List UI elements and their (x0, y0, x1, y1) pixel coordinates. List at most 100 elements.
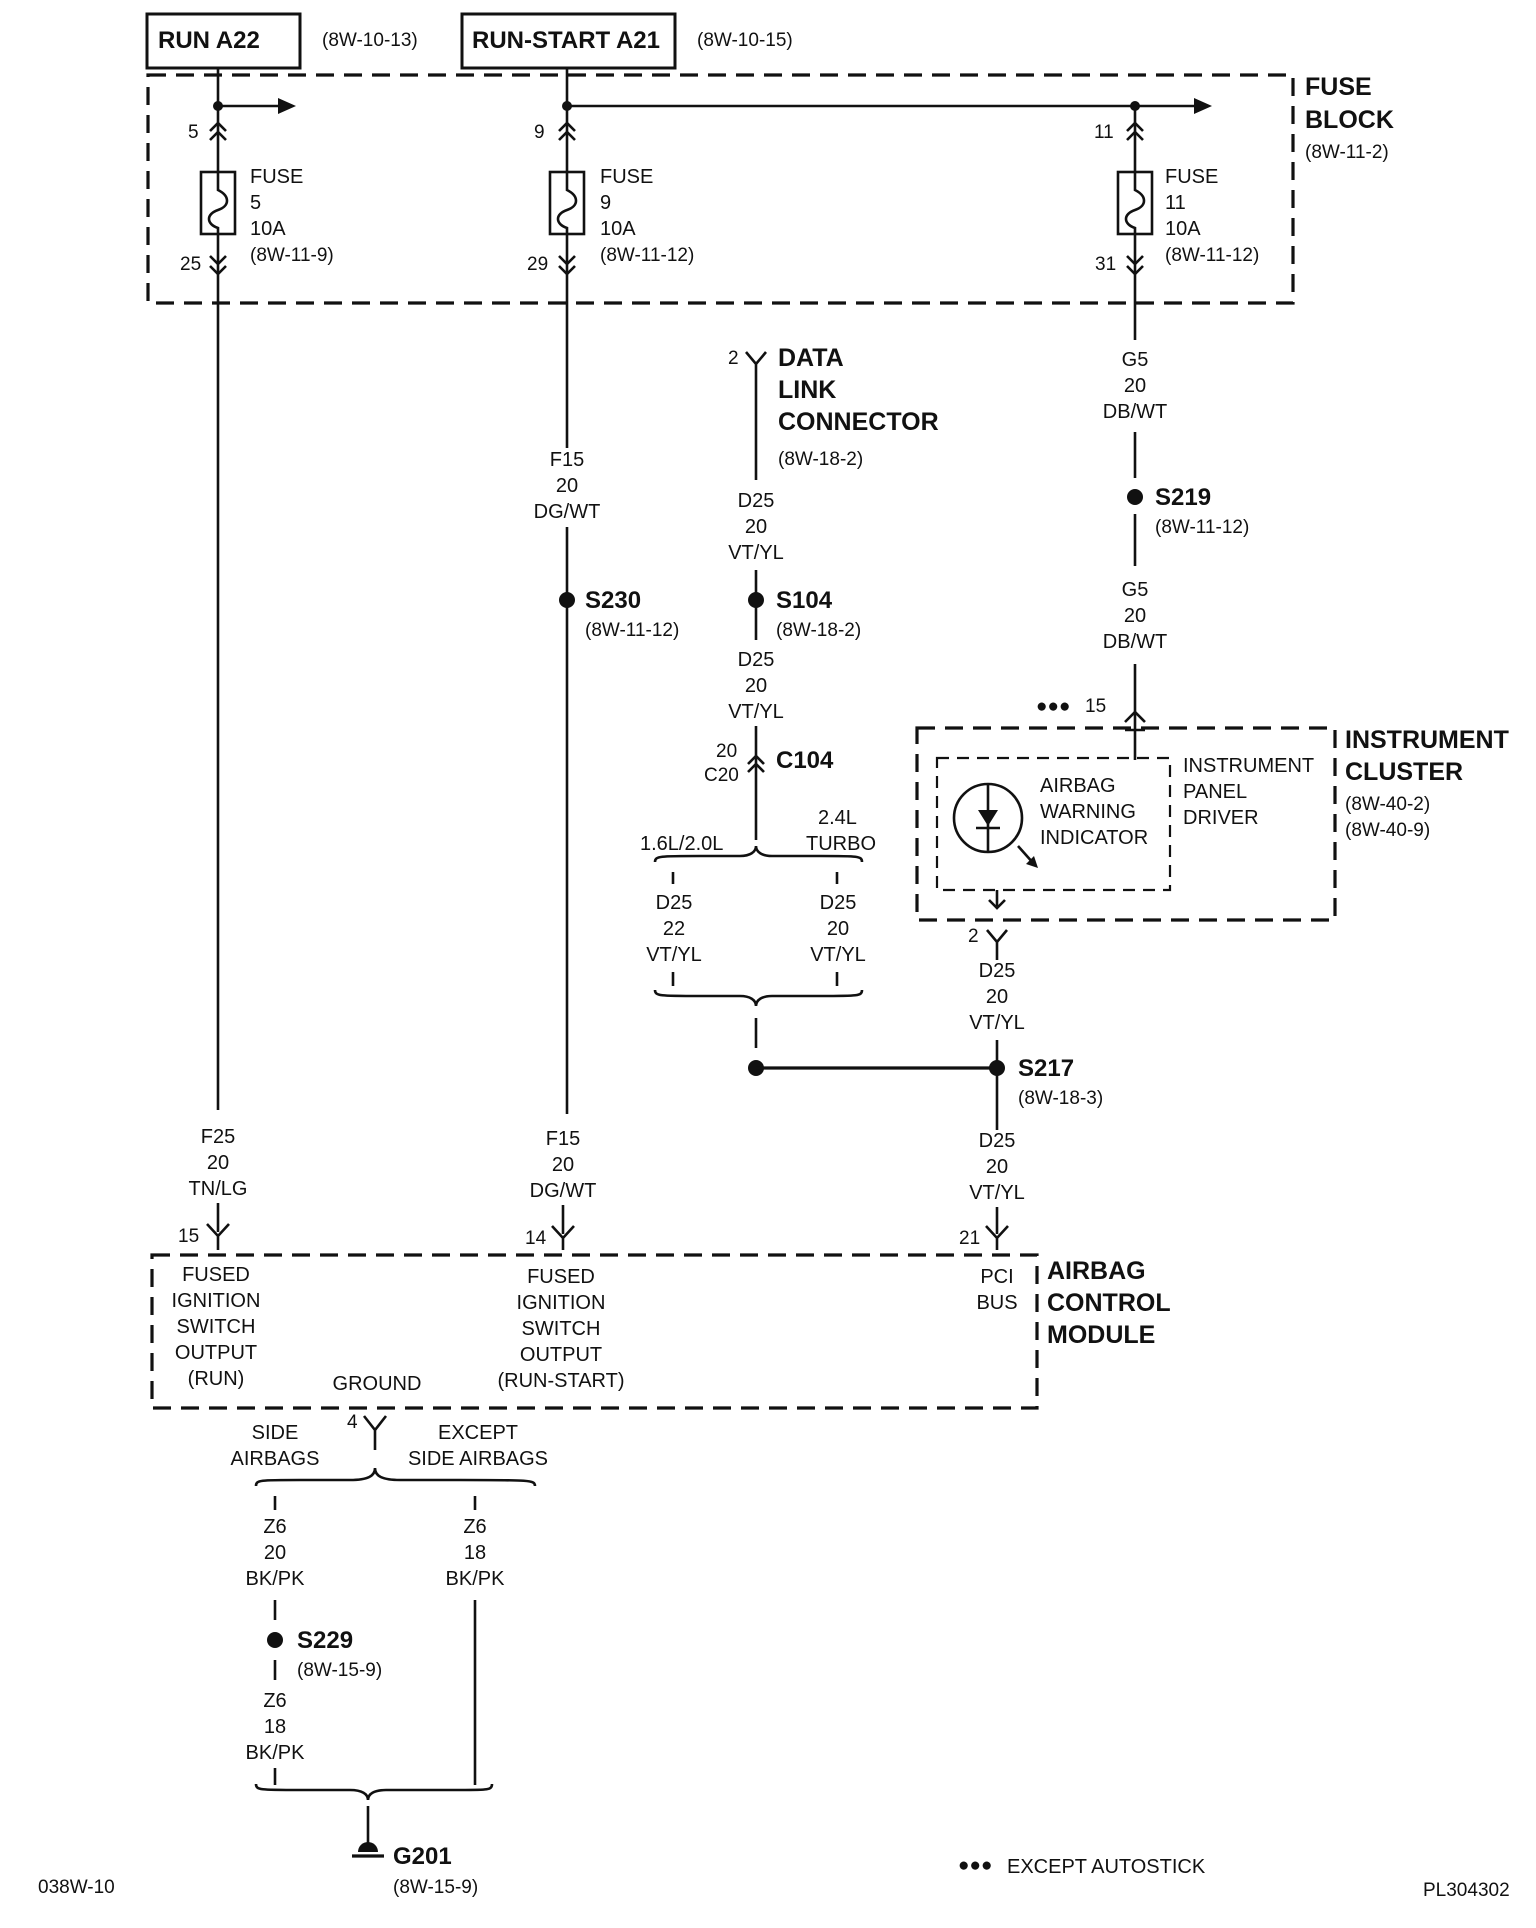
fuse-11: 11 FUSE 11 10A (8W-11-12) 31 (1094, 106, 1259, 290)
cluster-driver-3: DRIVER (1183, 807, 1259, 829)
splice-s219 (1127, 489, 1143, 505)
c104-pin-bottom: C20 (704, 765, 739, 786)
branch-engine-right-1: 2.4L (818, 807, 857, 829)
svg-text:D25: D25 (656, 892, 693, 914)
fuse-11-out-pin: 31 (1095, 254, 1116, 275)
cluster-pin-in: 15 (1085, 696, 1106, 717)
svg-text:DG/WT: DG/WT (530, 1180, 597, 1202)
footer-left: 038W-10 (38, 1877, 115, 1898)
footer-note-mark: ●●● (958, 1855, 992, 1876)
splice-s230-name: S230 (585, 587, 641, 614)
wire-label-d25-acm: D25 20 VT/YL (969, 1130, 1025, 1204)
svg-text:DB/WT: DB/WT (1103, 631, 1167, 653)
svg-text:D25: D25 (979, 1130, 1016, 1152)
acm-ground-label: GROUND (333, 1373, 422, 1395)
splice-s230-ref: (8W-11-12) (585, 620, 679, 641)
svg-text:VT/YL: VT/YL (728, 701, 784, 723)
wire-label-d25-right: D25 20 VT/YL (810, 892, 866, 966)
connector-chevron-icon (209, 121, 227, 141)
connector-chevron-icon (747, 754, 765, 773)
svg-text:20: 20 (556, 475, 578, 497)
dlc-pin: 2 (728, 348, 739, 369)
fuse-9: 9 FUSE 9 10A (8W-11-12) 29 (527, 106, 694, 290)
feed-run-start: RUN-START A21 (8W-10-15) (460, 12, 793, 70)
wire-label-z6-lower: Z6 18 BK/PK (246, 1690, 306, 1764)
connector-chevron-icon (988, 899, 1006, 910)
branch-brace-engine (653, 845, 864, 863)
feed-run-start-ref: (8W-10-15) (697, 30, 793, 51)
svg-text:BK/PK: BK/PK (246, 1568, 306, 1590)
acm-pci-1: PCI (980, 1266, 1013, 1288)
splice-s217-name: S217 (1018, 1055, 1074, 1082)
svg-text:VT/YL: VT/YL (969, 1182, 1025, 1204)
cluster-title-2: CLUSTER (1345, 758, 1463, 786)
connector-chevron-icon (558, 255, 576, 276)
fuse-5-l3: 10A (250, 218, 286, 240)
splice-s230 (559, 592, 575, 608)
cluster-pin-in-mark: ●●● (1036, 696, 1070, 717)
cluster-ref-1: (8W-40-2) (1345, 794, 1430, 815)
branch-airbag-right-1: EXCEPT (438, 1422, 518, 1444)
svg-text:DB/WT: DB/WT (1103, 401, 1167, 423)
branch-engine-left: 1.6L/2.0L (640, 833, 723, 855)
svg-text:VT/YL: VT/YL (728, 542, 784, 564)
airbag-control-module: AIRBAG CONTROL MODULE FUSED IGNITION SWI… (150, 1253, 1171, 1410)
svg-text:20: 20 (207, 1152, 229, 1174)
connector-y-icon (986, 929, 1008, 960)
c104-name: C104 (776, 747, 834, 774)
cluster-indicator-3: INDICATOR (1040, 827, 1148, 849)
svg-text:D25: D25 (738, 649, 775, 671)
acm-run-5: (RUN) (188, 1368, 245, 1390)
cluster-indicator-2: WARNING (1040, 801, 1136, 823)
wire-label-g5-upper: G5 20 DB/WT (1103, 349, 1167, 423)
ground-icon (352, 1842, 384, 1858)
fuse-block-title-2: BLOCK (1305, 106, 1394, 134)
svg-text:F15: F15 (546, 1128, 580, 1150)
svg-text:F25: F25 (201, 1126, 235, 1148)
fuse-11-ref: (8W-11-12) (1165, 245, 1259, 266)
cluster-title-1: INSTRUMENT (1345, 726, 1509, 754)
svg-text:20: 20 (1124, 375, 1146, 397)
fuse-5: 5 FUSE 5 10A (8W-11-9) 25 (180, 106, 334, 290)
branch-engine-right-2: TURBO (806, 833, 876, 855)
acm-run-3: SWITCH (177, 1316, 256, 1338)
acm-title-1: AIRBAG (1047, 1257, 1146, 1285)
cluster-indicator-1: AIRBAG (1040, 775, 1116, 797)
acm-run-4: OUTPUT (175, 1342, 257, 1364)
svg-text:18: 18 (464, 1542, 486, 1564)
dlc-ref: (8W-18-2) (778, 449, 863, 470)
wire-label-d25-left: D25 22 VT/YL (646, 892, 702, 966)
acm-title-3: MODULE (1047, 1321, 1155, 1349)
connector-y-icon (1124, 710, 1146, 760)
branch-brace-ground (254, 1783, 494, 1801)
footer-note: EXCEPT AUTOSTICK (1007, 1856, 1206, 1878)
feed-run: RUN A22 (8W-10-13) (145, 12, 418, 70)
branch-airbag-left-1: SIDE (252, 1422, 299, 1444)
svg-text:G5: G5 (1122, 579, 1149, 601)
connector-y-icon (551, 1225, 575, 1250)
fuse-9-l1: FUSE (600, 166, 653, 188)
svg-text:18: 18 (264, 1716, 286, 1738)
fuse-5-l2: 5 (250, 192, 261, 214)
svg-text:20: 20 (986, 986, 1008, 1008)
fuse-5-out-pin: 25 (180, 254, 201, 275)
acm-runstart-5: (RUN-START) (497, 1370, 624, 1392)
cluster-ref-2: (8W-40-9) (1345, 820, 1430, 841)
fuse-5-ref: (8W-11-9) (250, 245, 334, 266)
fuse-9-l3: 10A (600, 218, 636, 240)
svg-text:DG/WT: DG/WT (534, 501, 601, 523)
dlc-title-2: LINK (778, 376, 836, 404)
fuse-9-ref: (8W-11-12) (600, 245, 694, 266)
acm-pin-15: 15 (178, 1226, 199, 1247)
svg-text:VT/YL: VT/YL (646, 944, 702, 966)
cluster-driver-1: INSTRUMENT (1183, 755, 1314, 777)
connector-y-icon (985, 1225, 1009, 1250)
fuse-11-l1: FUSE (1165, 166, 1218, 188)
wire-label-d25-dlc: D25 20 VT/YL (728, 490, 784, 564)
svg-text:G5: G5 (1122, 349, 1149, 371)
fuse-block-title-1: FUSE (1305, 73, 1372, 101)
splice-s219-ref: (8W-11-12) (1155, 517, 1249, 538)
connector-y-icon (362, 1415, 388, 1450)
fuse-9-in-pin: 9 (534, 122, 545, 143)
